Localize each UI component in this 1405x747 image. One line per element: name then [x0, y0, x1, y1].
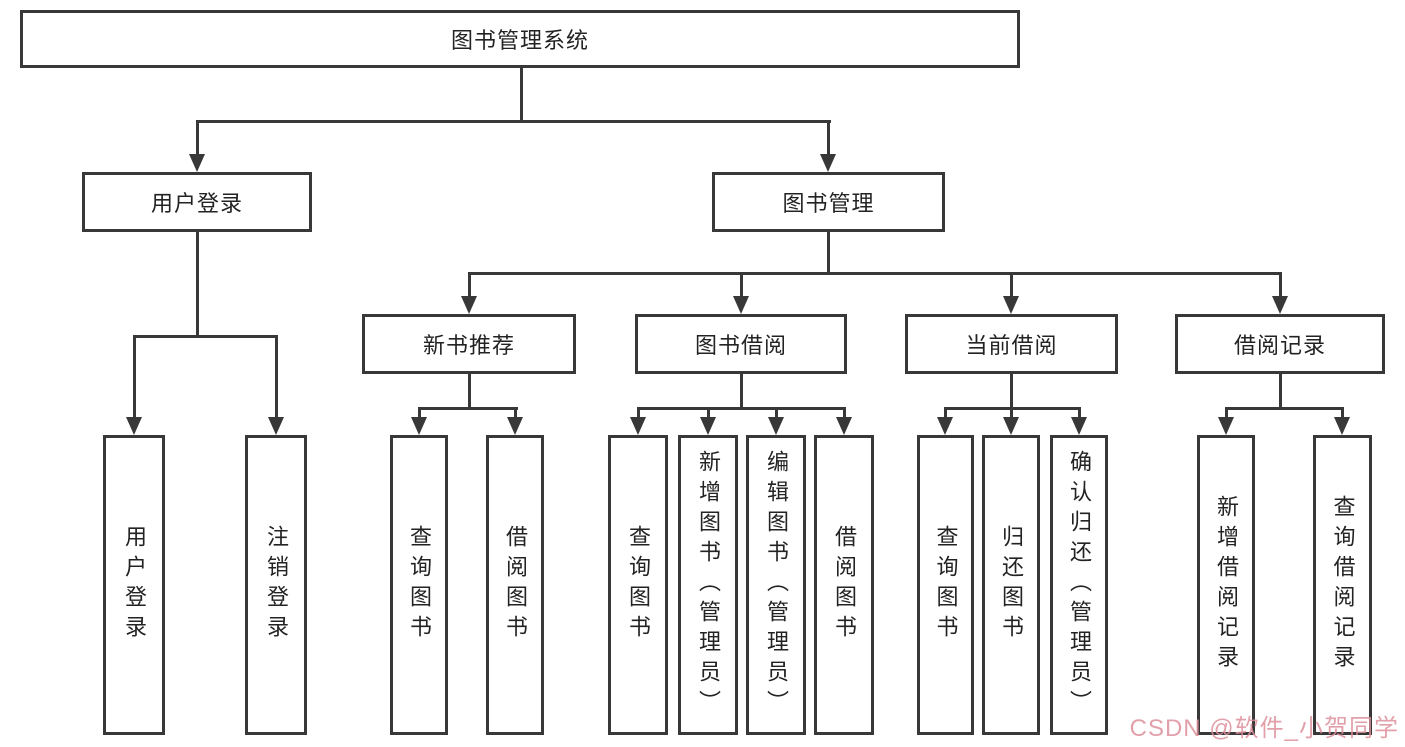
arrowhead-icon [507, 417, 523, 435]
leaf-borrow-books: 借阅图书 [814, 435, 874, 735]
node-borrow-records: 借阅记录 [1175, 314, 1385, 374]
arrowhead-icon [1003, 417, 1019, 435]
arrowhead-icon [630, 417, 646, 435]
arrowhead-icon [768, 417, 784, 435]
connector-line [133, 335, 278, 338]
leaf-query-borrow-record-label: 查询借阅记录 [1330, 495, 1356, 675]
arrowhead-icon [1218, 417, 1234, 435]
node-user-login: 用户登录 [82, 172, 312, 232]
connector-line [468, 272, 1282, 275]
connector-line [827, 232, 830, 275]
arrowhead-icon [836, 417, 852, 435]
node-book-management-label: 图书管理 [782, 191, 875, 216]
arrowhead-icon [268, 417, 284, 435]
node-book-borrow: 图书借阅 [635, 314, 847, 374]
leaf-confirm-return-admin: 确认归还（管理员） [1050, 435, 1108, 735]
connector-line [196, 120, 199, 158]
leaf-add-books-admin: 新增图书（管理员） [678, 435, 738, 735]
leaf-logout-label: 注销登录 [264, 525, 289, 645]
leaf-query-borrow-record: 查询借阅记录 [1313, 435, 1372, 735]
node-book-management: 图书管理 [712, 172, 945, 232]
leaf-edit-books-admin: 编辑图书（管理员） [746, 435, 806, 735]
arrowhead-icon [700, 417, 716, 435]
node-root-label: 图书管理系统 [450, 28, 589, 53]
leaf-query-books-borrow: 查询图书 [608, 435, 668, 735]
node-current-borrow: 当前借阅 [905, 314, 1118, 374]
connector-line [637, 407, 846, 410]
connector-line [1225, 407, 1228, 419]
connector-line [707, 407, 710, 419]
node-new-book-recommend-label: 新书推荐 [422, 333, 515, 358]
connector-line [740, 272, 743, 298]
leaf-borrow-books-recommend-label: 借阅图书 [503, 525, 528, 645]
connector-line [468, 272, 471, 298]
leaf-logout: 注销登录 [245, 435, 307, 735]
leaf-user-login-label: 用户登录 [122, 525, 147, 645]
arrowhead-icon [820, 154, 836, 172]
arrowhead-icon [1334, 417, 1350, 435]
node-new-book-recommend: 新书推荐 [362, 314, 576, 374]
leaf-borrow-books-recommend: 借阅图书 [486, 435, 544, 735]
leaf-return-books-label: 归还图书 [999, 525, 1024, 645]
leaf-query-books-recommend: 查询图书 [390, 435, 448, 735]
connector-line [133, 335, 136, 419]
connector-line [1010, 407, 1013, 419]
node-user-login-label: 用户登录 [150, 191, 243, 216]
connector-line [1010, 374, 1013, 410]
connector-line [827, 120, 830, 158]
node-book-borrow-label: 图书借阅 [694, 333, 787, 358]
connector-line [843, 407, 846, 419]
leaf-query-books-recommend-label: 查询图书 [407, 525, 432, 645]
leaf-add-borrow-record: 新增借阅记录 [1197, 435, 1255, 735]
leaf-user-login: 用户登录 [103, 435, 165, 735]
connector-line [196, 232, 199, 338]
arrowhead-icon [1071, 417, 1087, 435]
connector-line [740, 374, 743, 410]
arrowhead-icon [461, 296, 477, 314]
leaf-return-books: 归还图书 [982, 435, 1040, 735]
connector-line [196, 120, 831, 123]
node-borrow-records-label: 借阅记录 [1233, 333, 1326, 358]
leaf-borrow-books-label: 借阅图书 [832, 525, 857, 645]
connector-line [418, 407, 518, 410]
leaf-query-books-current-label: 查询图书 [933, 525, 959, 645]
node-current-borrow-label: 当前借阅 [965, 333, 1058, 358]
connector-line [520, 68, 523, 123]
node-root: 图书管理系统 [20, 10, 1020, 68]
arrowhead-icon [1272, 296, 1288, 314]
leaf-add-borrow-record-label: 新增借阅记录 [1214, 495, 1239, 675]
connector-line [1279, 272, 1282, 298]
connector-line [1341, 407, 1344, 419]
connector-line [1010, 272, 1013, 298]
connector-line [1225, 407, 1344, 410]
connector-line [418, 407, 421, 419]
arrowhead-icon [937, 417, 953, 435]
arrowhead-icon [126, 417, 142, 435]
connector-line [1078, 407, 1081, 419]
arrowhead-icon [1003, 296, 1019, 314]
csdn-watermark: CSDN @软件_小贺同学 [1129, 715, 1399, 742]
leaf-query-books-current: 查询图书 [917, 435, 974, 735]
connector-line [514, 407, 517, 419]
connector-line [275, 335, 278, 419]
leaf-query-books-borrow-label: 查询图书 [626, 525, 651, 645]
arrowhead-icon [411, 417, 427, 435]
connector-line [468, 374, 471, 410]
leaf-add-books-admin-label: 新增图书（管理员） [696, 450, 721, 720]
connector-line [775, 407, 778, 419]
connector-line [944, 407, 947, 419]
leaf-confirm-return-admin-label: 确认归还（管理员） [1067, 450, 1092, 720]
arrowhead-icon [189, 154, 205, 172]
arrowhead-icon [733, 296, 749, 314]
leaf-edit-books-admin-label: 编辑图书（管理员） [764, 450, 789, 720]
connector-line [1279, 374, 1282, 410]
connector-line [637, 407, 640, 419]
